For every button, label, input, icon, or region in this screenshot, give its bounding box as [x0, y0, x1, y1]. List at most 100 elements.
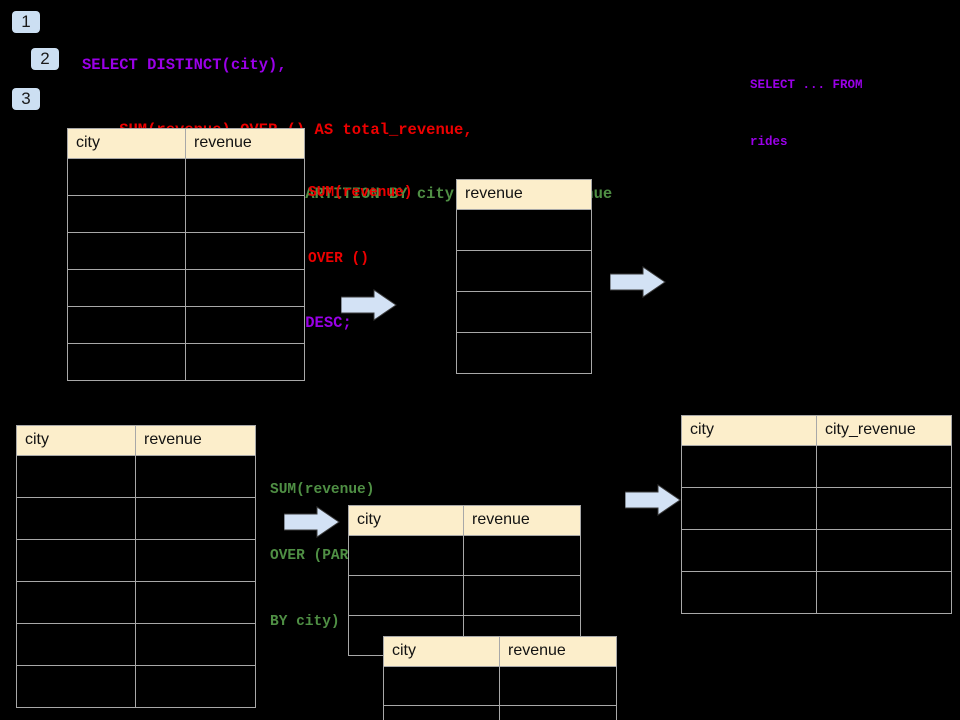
table-header-row: city city_revenue: [681, 415, 952, 446]
cell-city: [16, 665, 136, 708]
cell-city: [67, 269, 186, 307]
cell-city-revenue: [816, 445, 952, 488]
table-header-row: city revenue: [67, 128, 305, 159]
cell-city: [67, 306, 186, 344]
table-row: [348, 575, 581, 616]
cell-city: [16, 497, 136, 540]
step-badge-2: 2: [31, 48, 59, 70]
table-header-row: revenue: [456, 179, 592, 210]
cell-revenue: [135, 539, 256, 582]
table-row: [67, 343, 305, 381]
table-header-row: city revenue: [348, 505, 581, 536]
table-row: [456, 209, 592, 251]
cell-revenue: [185, 232, 305, 270]
cell-city: [16, 623, 136, 666]
arrow-source-to-partition: [283, 505, 340, 539]
table-source-bottom: city revenue: [16, 425, 256, 708]
table-row: [681, 445, 952, 488]
table-row: [16, 623, 256, 666]
sidenote-line-1: SELECT ... FROM: [750, 78, 863, 92]
column-header-city: city: [383, 636, 500, 667]
table-row: [348, 535, 581, 576]
cell-revenue: [499, 666, 617, 706]
arrow-revenue-to-result: [609, 265, 666, 299]
cell-revenue: [135, 623, 256, 666]
cell-revenue: [185, 195, 305, 233]
column-header-revenue: revenue: [185, 128, 305, 159]
column-header-revenue: revenue: [456, 179, 592, 210]
cell-revenue: [456, 209, 592, 251]
column-header-city-revenue: city_revenue: [816, 415, 952, 446]
sql-line-select: SELECT DISTINCT(city),: [82, 56, 287, 74]
cell-city-revenue: [816, 571, 952, 614]
table-row: [456, 250, 592, 292]
table-row: [383, 666, 617, 706]
table-row: [67, 232, 305, 270]
annotation-over-empty: SUM(revenue) OVER (): [308, 138, 412, 314]
column-header-revenue: revenue: [499, 636, 617, 667]
table-row: [681, 487, 952, 530]
cell-revenue: [456, 250, 592, 292]
cell-city: [383, 705, 500, 720]
column-header-revenue: revenue: [463, 505, 581, 536]
step-badge-3: 3: [12, 88, 40, 110]
annotation-over-empty-line-2: OVER (): [308, 251, 369, 267]
cell-city: [681, 529, 817, 572]
table-partition-back: city revenue: [348, 505, 581, 656]
cell-revenue: [456, 291, 592, 333]
cell-city-revenue: [816, 487, 952, 530]
sidenote-line-2: rides: [750, 135, 788, 149]
cell-city: [383, 666, 500, 706]
table-row: [67, 269, 305, 307]
cell-revenue: [185, 269, 305, 307]
table-header-row: city revenue: [16, 425, 256, 456]
cell-city: [681, 445, 817, 488]
table-revenue-only: revenue: [456, 179, 592, 374]
step-badge-1: 1: [12, 11, 40, 33]
cell-revenue: [135, 455, 256, 498]
table-header-row: city revenue: [383, 636, 617, 667]
cell-city: [67, 195, 186, 233]
table-row: [383, 705, 617, 720]
table-row: [16, 665, 256, 708]
column-header-city: city: [67, 128, 186, 159]
table-row: [16, 539, 256, 582]
cell-city: [681, 487, 817, 530]
cell-revenue: [185, 306, 305, 344]
arrow-partition-to-result: [624, 483, 681, 517]
table-row: [681, 571, 952, 614]
cell-revenue: [463, 575, 581, 616]
cell-city: [67, 232, 186, 270]
annotation-over-partition-line-3: BY city): [270, 614, 340, 630]
cell-city: [348, 535, 464, 576]
annotation-over-partition-line-1: SUM(revenue): [270, 482, 375, 498]
cell-revenue: [185, 158, 305, 196]
table-row: [16, 497, 256, 540]
table-source-top: city revenue: [67, 128, 305, 381]
column-header-city: city: [681, 415, 817, 446]
table-row: [67, 306, 305, 344]
table-row: [456, 332, 592, 374]
cell-revenue: [135, 497, 256, 540]
cell-city: [67, 158, 186, 196]
cell-city: [67, 343, 186, 381]
annotation-over-empty-line-1: SUM(revenue): [308, 185, 413, 201]
cell-city: [16, 539, 136, 582]
cell-city-revenue: [816, 529, 952, 572]
cell-revenue: [456, 332, 592, 374]
cell-revenue: [463, 535, 581, 576]
cell-city: [681, 571, 817, 614]
cell-city: [16, 455, 136, 498]
table-partition-front: city revenue: [383, 636, 617, 720]
column-header-city: city: [348, 505, 464, 536]
table-row: [456, 291, 592, 333]
cell-revenue: [135, 581, 256, 624]
table-result: city city_revenue: [681, 415, 952, 614]
cell-city: [16, 581, 136, 624]
table-row: [67, 158, 305, 196]
table-row: [67, 195, 305, 233]
cell-revenue: [499, 705, 617, 720]
cell-revenue: [135, 665, 256, 708]
column-header-revenue: revenue: [135, 425, 256, 456]
